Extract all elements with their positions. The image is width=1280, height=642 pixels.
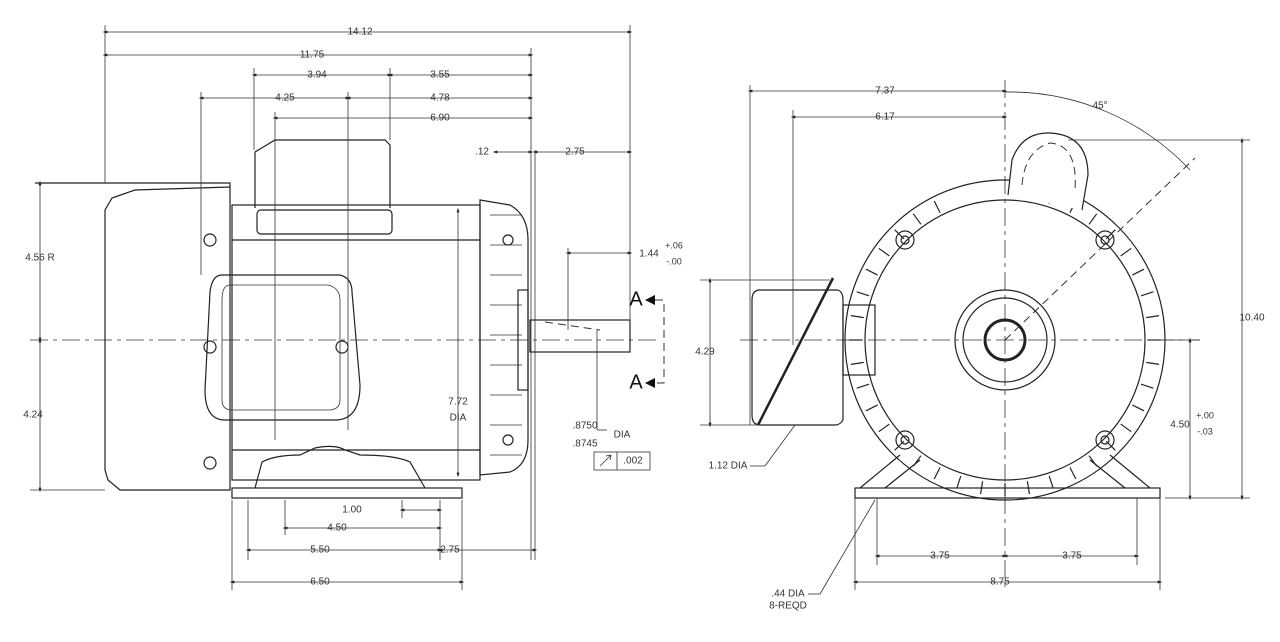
cooling-fin [865, 404, 878, 412]
dim-4-50: 4.50 [327, 523, 347, 534]
dim-012: .12 [475, 147, 489, 158]
side-view: A A 14.12 11.75 3.94 3.55 4.25 4.78 6.90… [23, 25, 683, 590]
runout-tolerance-frame [593, 451, 651, 471]
cooling-fin [1120, 423, 1132, 433]
dim-2-75-base: 2.75 [440, 545, 460, 556]
dim-conduit-dia: 1.12 DIA [709, 461, 748, 472]
dim-box-height: 4.29 [695, 347, 715, 358]
cooling-fin [1146, 315, 1160, 319]
conduit-box-cover [756, 277, 835, 426]
dim-3-55: 3.55 [430, 70, 450, 81]
nameplate [256, 209, 393, 235]
dim-7-37: 7.37 [875, 86, 895, 97]
cooling-fin [1146, 361, 1160, 365]
cooling-fin [850, 315, 864, 319]
cooling-fin [856, 291, 870, 297]
dim-angle: 45° [1092, 101, 1107, 112]
dim-body-dia: 7.72 [448, 397, 468, 408]
shaft-end [983, 318, 1027, 362]
dim-6-90: 6.90 [430, 113, 450, 124]
dim-6-17: 6.17 [875, 112, 895, 123]
dim-key-length-minus: -.00 [666, 256, 682, 266]
dim-length-to-face: 11.75 [300, 50, 325, 61]
dim-fan-radius: 4.56 R [25, 253, 54, 264]
cooling-fin [1140, 291, 1154, 297]
section-label: A [629, 288, 643, 310]
dim-overall-height: 10.40 [1239, 313, 1264, 324]
runout-icon [599, 454, 612, 467]
capacitor-cover [1007, 132, 1089, 211]
dim-shaft-height: 4.50 [1170, 420, 1190, 431]
cooling-fin [933, 200, 941, 213]
bearing-hub [954, 289, 1056, 391]
cooling-fin [1120, 247, 1132, 257]
dim-shaft-height-minus: -.03 [1197, 426, 1213, 436]
cooling-fin [1132, 268, 1145, 276]
dim-half-bolt-left: 3.75 [930, 551, 950, 562]
terminal-box-angle-line [1004, 157, 1196, 341]
dim-shaft-dia-min: .8745 [572, 439, 597, 450]
dim-4-25: 4.25 [275, 93, 295, 104]
cooling-fin [1069, 467, 1077, 480]
screw-icon [203, 456, 217, 470]
side-view-labels: 14.12 11.75 3.94 3.55 4.25 4.78 6.90 .12… [23, 27, 683, 588]
screw-icon [203, 233, 217, 247]
dim-5-50: 5.50 [310, 545, 330, 556]
bolt-icon [502, 434, 514, 446]
mounting-feet [859, 454, 1151, 489]
conduit-box [751, 289, 844, 426]
end-bell [479, 199, 529, 476]
dim-shaft-ext: 2.75 [565, 147, 585, 158]
section-line [655, 299, 665, 384]
dim-1-00: 1.00 [342, 505, 362, 516]
section-label: A [629, 371, 643, 393]
dim-shaft-height: 4.24 [23, 410, 43, 421]
fan-shroud [35, 182, 231, 491]
extension-lines [700, 85, 1250, 595]
extension-lines [30, 25, 631, 590]
dim-base-width: 8.75 [990, 577, 1010, 588]
end-bell-fins [490, 214, 522, 456]
base-plate [854, 487, 1161, 499]
cooling-fin [1048, 475, 1054, 489]
end-view-labels: 7.37 6.17 45° 10.40 4.29 4.50 +.00 -.03 … [695, 86, 1265, 612]
mounting-foot [254, 445, 426, 489]
cooling-fin [1132, 404, 1145, 412]
dim-half-bolt-right: 3.75 [1062, 551, 1082, 562]
cooling-fin [856, 383, 870, 389]
base-plate [231, 487, 463, 499]
cooling-fin [865, 268, 878, 276]
dim-key-length-plus: +.06 [665, 240, 683, 250]
dim-base-length: 6.50 [310, 577, 330, 588]
cooling-fin [1088, 213, 1098, 225]
dim-4-78: 4.78 [430, 93, 450, 104]
angle-arc [1004, 91, 1191, 171]
end-view: 7.37 6.17 45° 10.40 4.29 4.50 +.00 -.03 … [695, 80, 1265, 612]
dim-overall-length: 14.12 [347, 27, 372, 38]
dim-shaft-dia-max: .8750 [572, 421, 597, 432]
cooling-fin [933, 467, 941, 480]
cooling-fin [912, 213, 922, 225]
dim-hole-count: 8-REQD [769, 601, 807, 612]
through-bolts [895, 230, 1115, 450]
cooling-fin [1140, 383, 1154, 389]
conduit-box [204, 274, 361, 421]
cooling-fin [878, 423, 890, 433]
dim-body-dia-label: DIA [450, 413, 467, 424]
bolt-icon [502, 234, 514, 246]
cooling-fin [850, 361, 864, 365]
dim-hole-dia: .44 DIA [771, 589, 805, 600]
dim-shaft-dia-label: DIA [614, 430, 631, 441]
dim-shaft-height-plus: +.00 [1196, 410, 1214, 420]
cooling-fin [878, 247, 890, 257]
shaft [529, 319, 631, 353]
cooling-fin [956, 475, 962, 489]
screw-icon [335, 340, 349, 354]
runout-value: .002 [623, 456, 643, 467]
screw-icon [203, 340, 217, 354]
dim-3-94: 3.94 [307, 70, 327, 81]
dim-key-length: 1.44 [639, 249, 659, 260]
